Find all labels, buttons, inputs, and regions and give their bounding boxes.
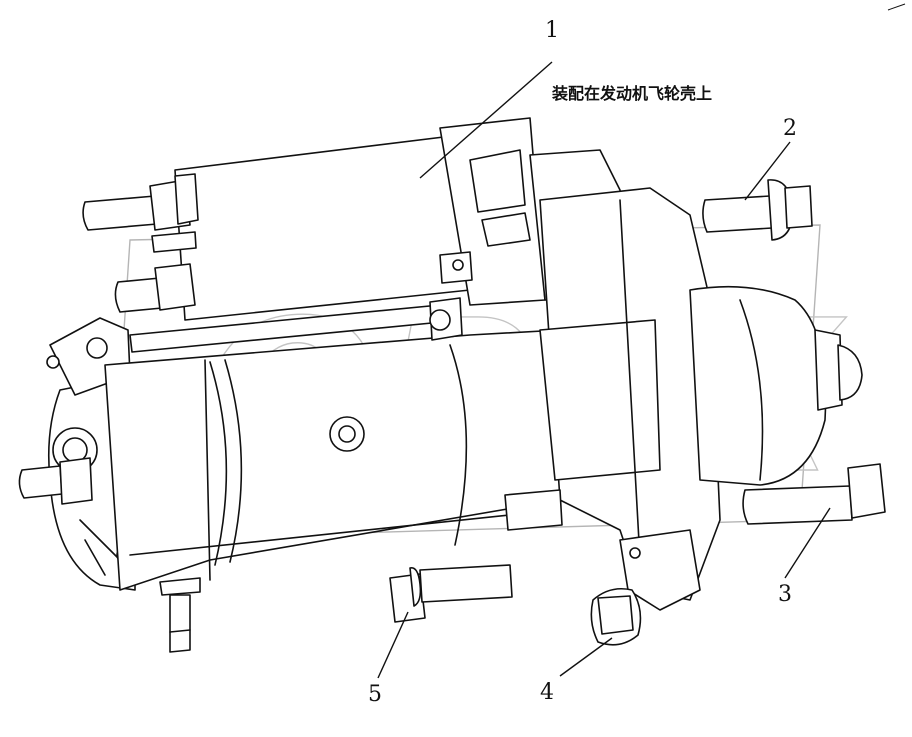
assembly-note: 装配在发动机飞轮壳上 xyxy=(552,84,713,103)
callout-2: 2 xyxy=(783,116,797,141)
drive-end-housing xyxy=(504,187,721,611)
bolt-2 xyxy=(702,179,813,241)
motor-housing xyxy=(104,329,561,653)
leader-1 xyxy=(419,61,553,179)
callout-3: 3 xyxy=(778,582,792,607)
tie-rod xyxy=(129,297,463,353)
callout-4: 4 xyxy=(540,680,554,705)
leader-4 xyxy=(559,637,613,677)
terminal-studs xyxy=(82,173,199,313)
nut-4 xyxy=(590,587,642,646)
bolt-3 xyxy=(742,463,886,525)
callout-5: 5 xyxy=(368,682,382,707)
pinion-nose xyxy=(689,285,863,486)
leader-2 xyxy=(744,141,791,201)
bolt-5 xyxy=(389,564,513,623)
leader-5 xyxy=(377,611,409,679)
leader-3 xyxy=(784,507,831,579)
leader-lines xyxy=(377,61,831,679)
callout-1: 1 xyxy=(545,18,559,43)
corner-mark xyxy=(887,3,906,11)
